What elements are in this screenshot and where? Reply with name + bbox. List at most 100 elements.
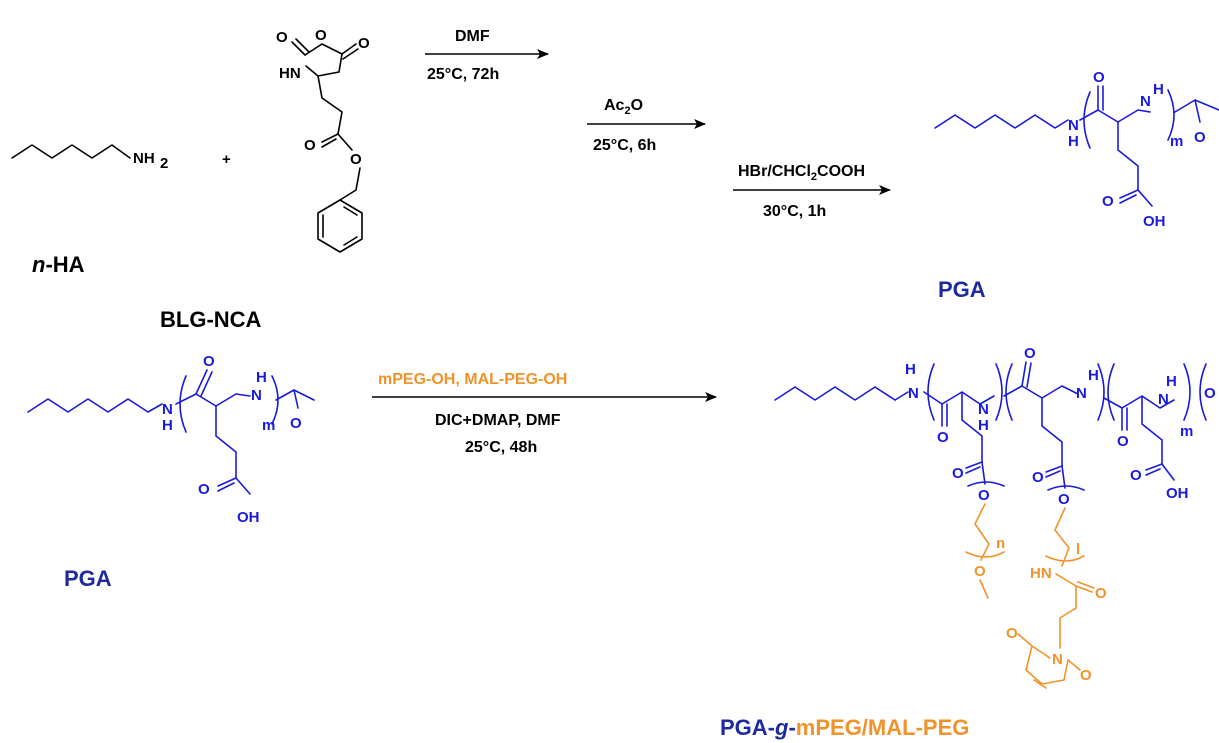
nha-label: n-HA [32,252,85,277]
amine-subscript: 2 [160,155,168,172]
hn-text: HN [279,65,301,82]
step3-bottom-text: 30°C, 1h [763,203,826,220]
graft-copolymer-structure: N H O N H O N H O N H m O O O [774,345,1216,689]
m-text-3: m [1180,423,1193,440]
ester2-o2-text: O [1058,491,1070,508]
benzene-ring [317,199,363,253]
acetyl-co [1194,99,1201,123]
bracket-3 [1005,363,1013,421]
m-text: m [1170,133,1183,150]
malpeg-chain [1054,507,1070,567]
maleimide-ring [1025,645,1069,685]
bracket-2 [995,363,1003,421]
amine-nh-text: NH [133,150,155,167]
acid3-oh-bond [1161,463,1175,481]
acid-o-text-2: O [198,481,210,498]
o-end-text: O [1204,385,1216,402]
carbonyl-o-text-2: O [203,353,215,370]
acid-co-2 [217,477,237,487]
step4-bottom-text: 25°C, 48h [465,439,537,456]
nh2-h-text-2: H [256,369,267,386]
ester2-co [1045,465,1063,473]
n2-text: N [978,401,989,418]
bracket-peg-2-top [1047,485,1085,491]
step4-arrow-group: mPEG-OH, MAL-PEG-OH DIC+DMAP, DMF 25°C, … [372,371,717,456]
hexyl-chain-blue-3 [774,386,896,401]
methyl [979,579,989,599]
backbone [1079,109,1151,123]
nca-ring [304,43,343,77]
step2-top-text: Ac2O [604,97,643,117]
mal-o-right-text: O [1080,667,1092,684]
acid-o-text: O [1102,193,1114,210]
mpeg-o-text: O [974,563,986,580]
ester-co [321,133,339,143]
mpeg-chain [974,503,990,561]
ester1-co [965,461,983,469]
mpeg-n-text: n [996,535,1005,552]
bracket-7 [1199,363,1207,421]
n1-text: N [908,385,919,402]
nh2-h-text: H [1153,81,1164,98]
ring-bond-n [305,65,319,77]
bracket-4 [1097,363,1105,421]
carbonyl-2 [195,369,208,395]
malpeg-hn-text: HN [1030,565,1052,582]
acid3-o-text: O [1130,467,1142,484]
step3-arrow-group: HBr/CHCl2COOH 30°C, 1h [733,163,891,220]
n4-h-text: H [1166,373,1177,390]
blgnca-label: BLG-NCA [160,307,262,332]
step1-top-text: DMF [455,28,490,45]
step4-top-text: mPEG-OH, MAL-PEG-OH [378,371,567,388]
n2-h-text: H [978,417,989,434]
step1-arrow-group: DMF 25°C, 72h [425,28,549,83]
bracket-6 [1183,363,1191,421]
step2-bottom-text: 25°C, 6h [593,137,656,154]
side-unit-3 [1141,395,1163,465]
hexyl-n-bond [894,391,909,401]
maleimide-dbl [1033,679,1047,689]
side-unit-1 [961,391,983,463]
ester-o2-text: O [350,151,362,168]
acid3-co-dbl [1145,468,1161,476]
pga-left-structure: N H O N H m O O OH [27,353,315,526]
acid3-oh-text: OH [1166,485,1189,502]
acetyl-o-text: O [1194,129,1206,146]
n4-text: N [1158,391,1169,408]
amide-co-dbl [1077,581,1095,589]
benzene-dbl-2 [343,236,358,246]
c-o-right-dbl [342,48,359,60]
co-unit-2-dbl [1026,362,1032,388]
benzyl-ch2 [339,167,361,201]
nh-h-text-2: H [162,417,173,434]
ester-o-text: O [304,137,316,154]
bracket-5 [1107,363,1115,421]
backbone-2 [175,393,251,407]
o-unit-2-text: O [1024,345,1036,362]
n3-h-text: H [1088,367,1099,384]
amide-co [1075,585,1093,593]
ester1-o-bond [981,461,986,485]
n1-h-text: H [905,361,916,378]
side-unit-2 [1041,397,1063,467]
ester2-o-bond [1061,465,1066,489]
plus-sign: + [222,151,231,168]
side-chain-blue [1117,121,1139,191]
bracket-peg-2-bot [1045,555,1085,562]
hexyl-chain [11,144,131,159]
backbone-unit-2 [1003,385,1079,399]
acid-oh-text: OH [1143,213,1166,230]
malpeg-l-text: l [1076,541,1080,558]
bracket-left [1083,91,1091,149]
acid-oh-bond-2 [235,477,251,495]
blg-nca-structure: O O O HN O O [276,27,370,253]
o-right-text: O [358,35,370,52]
step1-bottom-text: 25°C, 72h [427,66,499,83]
acid-co-dbl [1119,194,1137,204]
side-chain [317,75,343,135]
n-hexylamine-structure: NH 2 [11,144,168,172]
ester1-o2-text: O [978,487,990,504]
step4-mid-text: DIC+DMAP, DMF [435,412,561,429]
o-left-text: O [276,29,288,46]
